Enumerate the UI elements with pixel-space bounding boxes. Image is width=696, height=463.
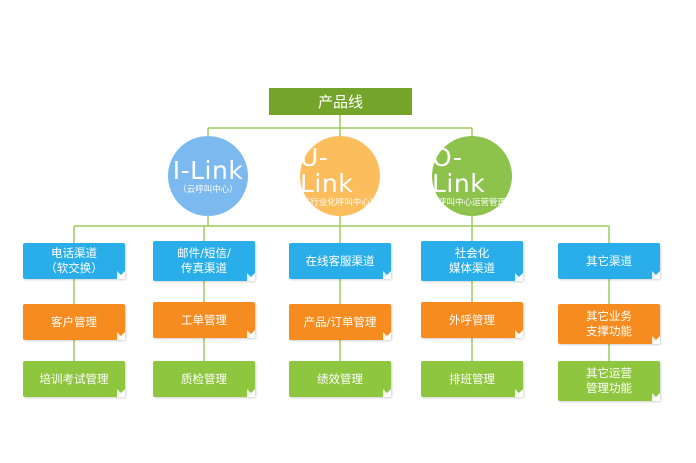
product-title: O-Link	[432, 142, 486, 198]
channel-box: 邮件/短信/ 传真渠道	[153, 241, 255, 281]
box-line: 在线客服渠道	[305, 253, 375, 268]
box-line: 社会化	[454, 246, 490, 260]
product-subtitle: （行业化呼叫中心）	[301, 197, 379, 208]
box-line: 培训考试管理	[39, 371, 109, 386]
box-line: 电话渠道	[51, 246, 97, 260]
box-line: 排班管理	[449, 371, 495, 386]
box-line: 媒体渠道	[449, 261, 495, 275]
operation-box: 质检管理	[153, 361, 255, 397]
channel-box: 其它渠道	[558, 243, 660, 279]
product-ilink: I-Link （云呼叫中心）	[168, 136, 248, 216]
box-line: 工单管理	[181, 312, 227, 327]
box-line: 管理功能	[586, 381, 632, 395]
box-line: 支撑功能	[586, 324, 632, 338]
box-line: 邮件/短信/	[177, 246, 231, 260]
function-box: 其它业务 支撑功能	[558, 304, 660, 344]
product-line-root: 产品线	[269, 88, 412, 115]
box-line: 客户管理	[51, 314, 97, 329]
box-line: 产品/订单管理	[303, 314, 377, 329]
box-line: 质检管理	[181, 371, 227, 386]
product-ulink: U-Link （行业化呼叫中心）	[300, 136, 380, 216]
box-line: （软交换）	[45, 261, 103, 275]
box-line: 其它渠道	[586, 253, 632, 268]
product-subtitle: 呼叫中心运营管理	[437, 197, 506, 208]
channel-box: 社会化 媒体渠道	[421, 241, 523, 281]
product-title: I-Link	[172, 155, 244, 185]
product-olink: O-Link 呼叫中心运营管理	[432, 136, 512, 216]
operation-box: 排班管理	[421, 361, 523, 397]
channel-box: 电话渠道 （软交换）	[23, 243, 125, 279]
function-box: 客户管理	[23, 304, 125, 340]
operation-box: 培训考试管理	[23, 361, 125, 397]
product-subtitle: （云呼叫中心）	[178, 184, 238, 195]
root-label: 产品线	[317, 93, 363, 111]
box-line: 其它业务	[586, 309, 632, 323]
function-box: 工单管理	[153, 302, 255, 338]
function-box: 外呼管理	[421, 302, 523, 338]
box-line: 其它运营	[586, 366, 632, 380]
product-title: U-Link	[300, 142, 354, 198]
box-line: 绩效管理	[317, 371, 363, 386]
operation-box: 其它运营 管理功能	[558, 361, 660, 401]
channel-box: 在线客服渠道	[289, 243, 391, 279]
operation-box: 绩效管理	[289, 361, 391, 397]
box-line: 外呼管理	[449, 312, 495, 327]
box-line: 传真渠道	[181, 261, 227, 275]
function-box: 产品/订单管理	[289, 304, 391, 340]
